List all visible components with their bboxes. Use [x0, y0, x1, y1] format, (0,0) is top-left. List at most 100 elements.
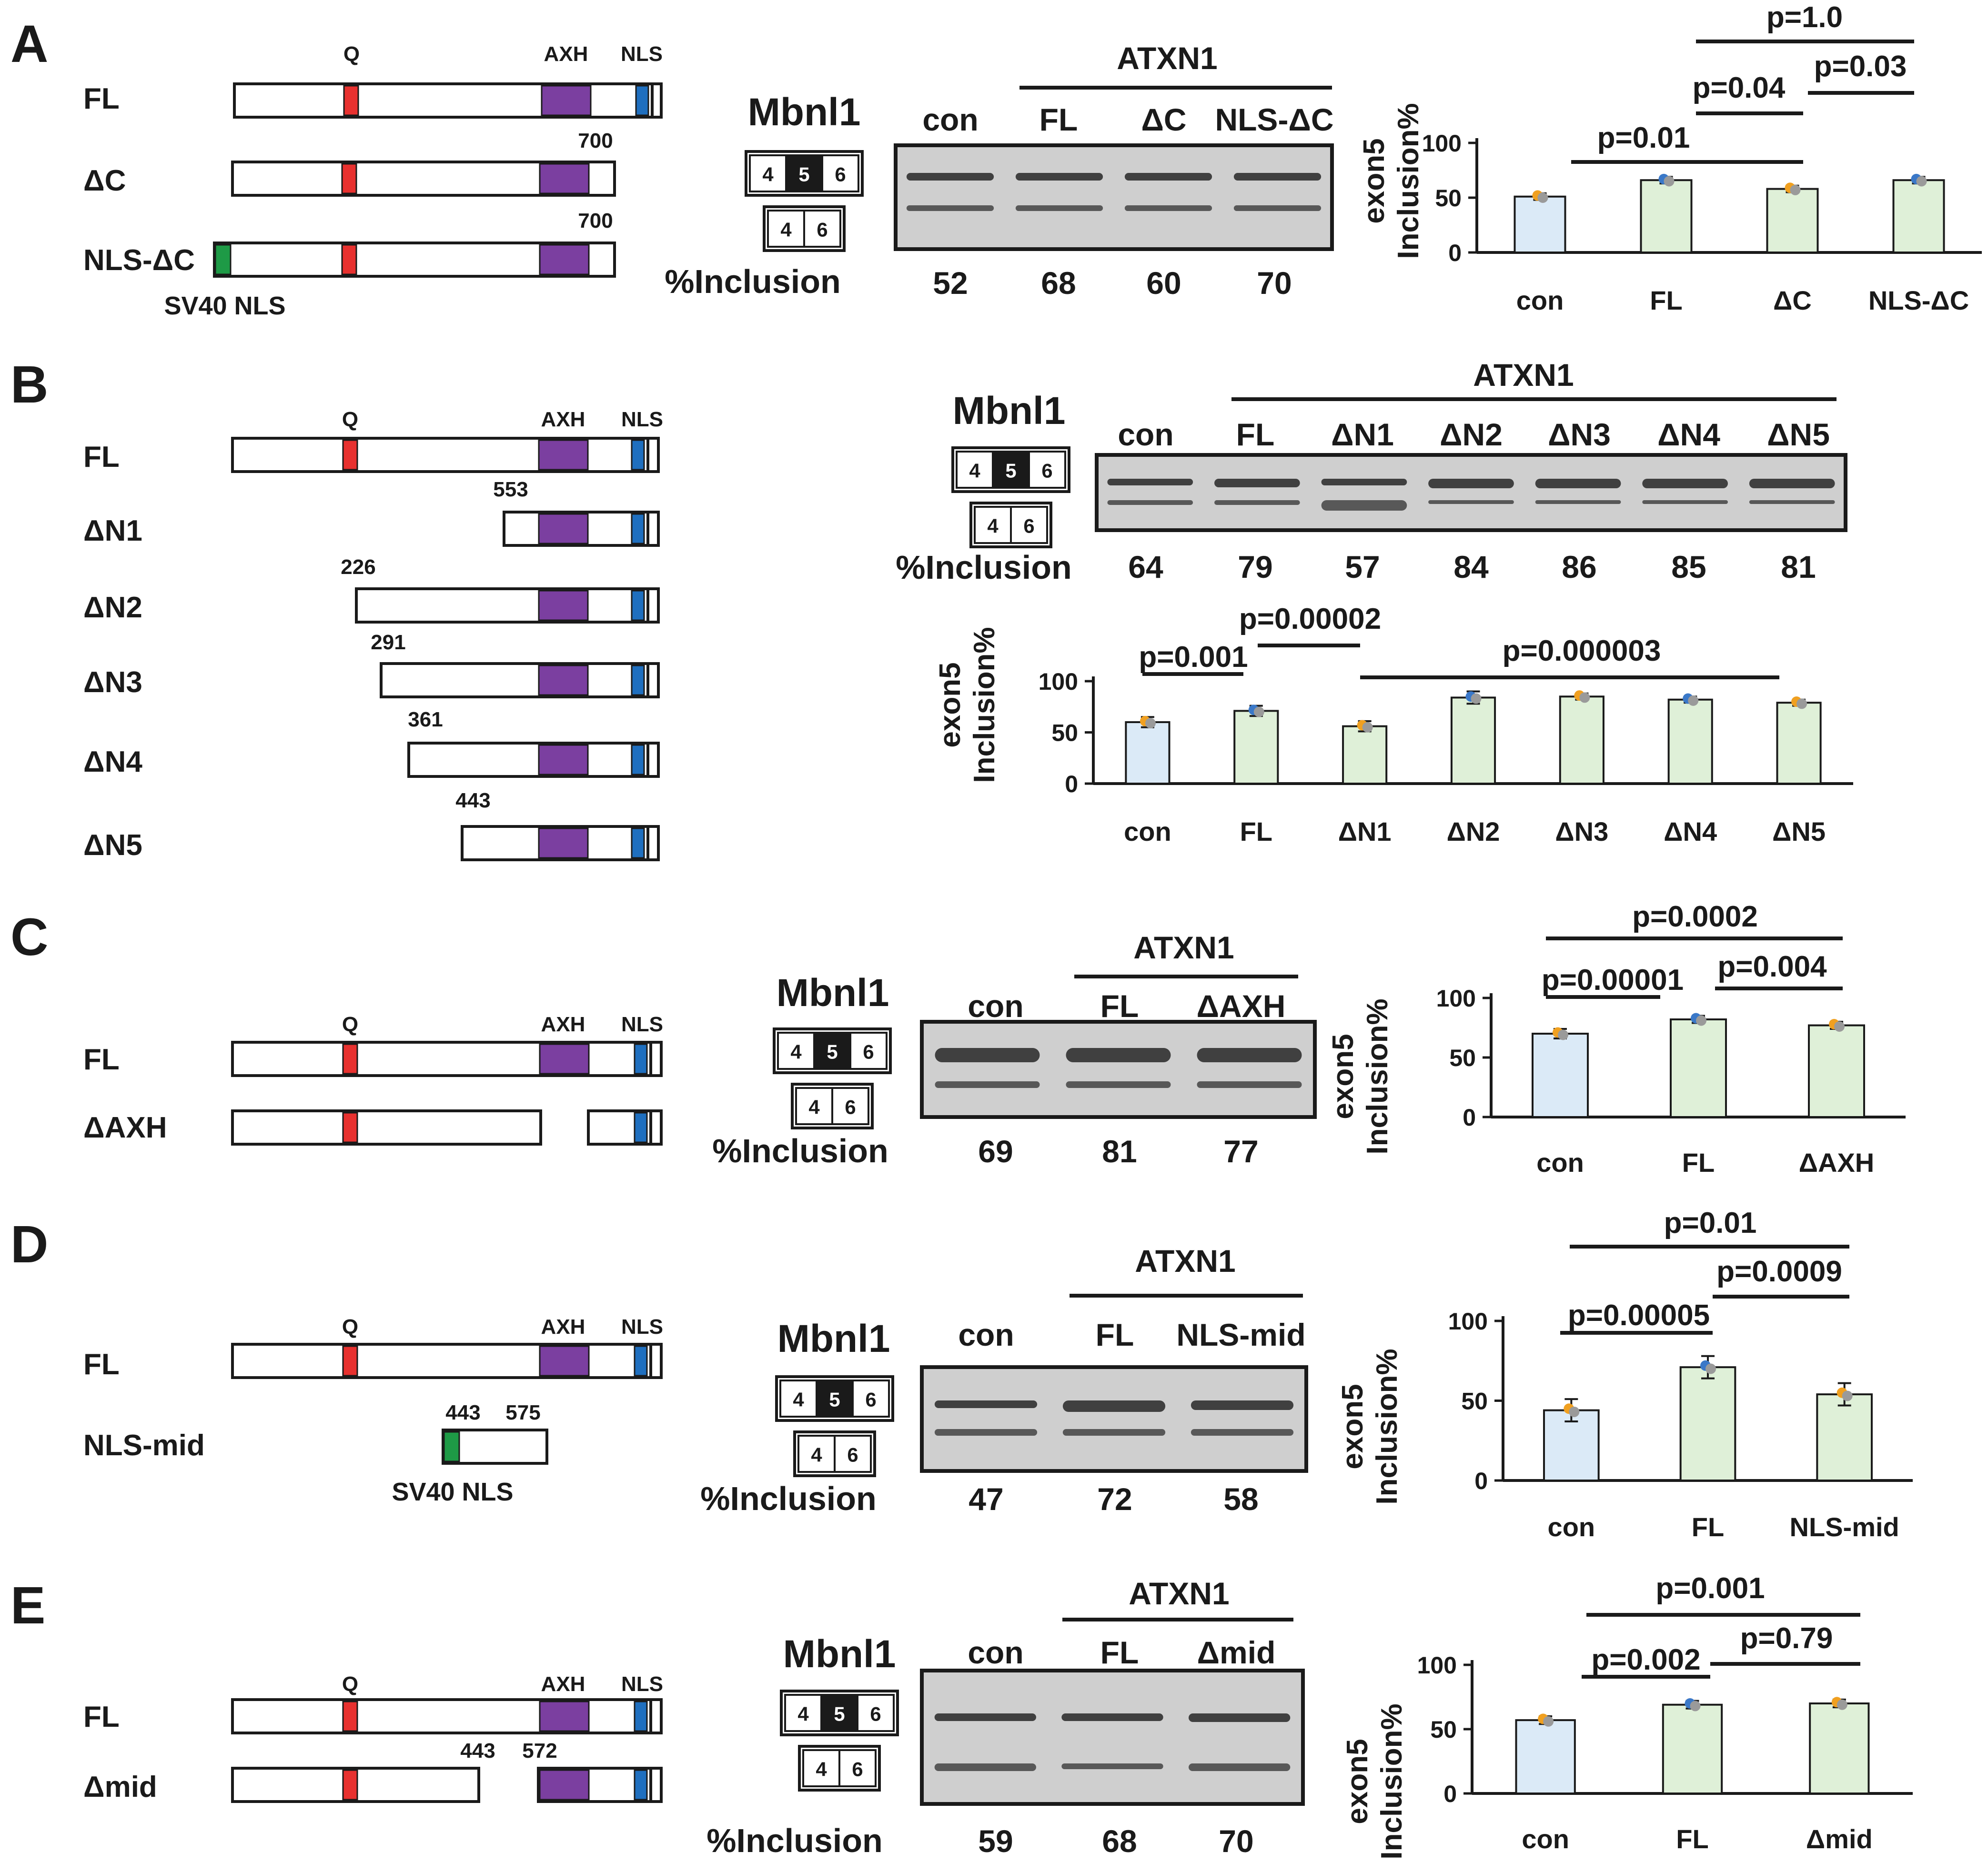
nls-segment — [634, 1701, 648, 1732]
p-value: p=0.00002 — [1239, 603, 1381, 635]
exon-5-label: 5 — [829, 1389, 840, 1411]
axh-segment — [539, 1043, 590, 1075]
gel-band-upper — [1189, 1713, 1291, 1722]
x-tick-label: con — [1124, 816, 1171, 846]
y-tick-label: 100 — [1436, 985, 1476, 1012]
exon-6-label: 6 — [1041, 460, 1052, 482]
construct-fl — [233, 82, 663, 119]
exon-4-skip-label: 4 — [987, 515, 999, 537]
y-axis-label-line1: exon5 — [934, 662, 967, 747]
axh-segment — [538, 665, 589, 696]
exon-6-skip-label: 6 — [1023, 515, 1034, 537]
exon-4-skip-box — [802, 1749, 840, 1787]
y-tick-label: 50 — [1449, 1045, 1476, 1071]
exon-6-label: 6 — [870, 1703, 881, 1725]
inclusion-value: 59 — [978, 1823, 1013, 1859]
bar-ΔN5 — [1776, 702, 1822, 785]
inclusion-value: 64 — [1128, 549, 1163, 584]
p-value: p=0.79 — [1740, 1622, 1833, 1655]
gel-band-upper — [1061, 1713, 1163, 1721]
construct-nls-mid — [442, 1429, 548, 1465]
q-segment — [342, 1701, 358, 1732]
bar-NLS-mid — [1816, 1393, 1873, 1482]
lane-label: FL — [1039, 102, 1078, 137]
gel-band-lower — [1214, 500, 1300, 505]
x-tick-label: ΔN4 — [1664, 816, 1717, 846]
replicate-dot — [1537, 192, 1548, 203]
p-value: p=0.04 — [1693, 71, 1786, 104]
domain-label-q: Q — [342, 1672, 358, 1696]
gel-image — [1095, 453, 1847, 532]
lane-label: ΔC — [1141, 102, 1186, 137]
nls-segment — [631, 744, 645, 775]
inclusion-value: 60 — [1146, 265, 1181, 301]
atxn1-label: ATXN1 — [1135, 1243, 1235, 1279]
gel-band-lower — [1191, 1429, 1294, 1436]
exon-4-label: 4 — [969, 460, 980, 482]
gel-band-lower — [1197, 1081, 1302, 1088]
replicate-dot — [1579, 692, 1590, 703]
construct-daxh-n — [231, 1109, 542, 1146]
construct-label: FL — [83, 441, 120, 473]
nls-segment — [631, 439, 645, 471]
inclusion-value: 58 — [1223, 1481, 1258, 1517]
p-value: p=0.03 — [1814, 50, 1907, 83]
replicate-dot — [1664, 176, 1675, 187]
gel-band-upper — [1321, 479, 1407, 485]
x-tick-label: con — [1548, 1512, 1595, 1542]
lane-label: FL — [1236, 417, 1275, 452]
y-axis-label-line1: exon5 — [1358, 138, 1391, 223]
mbnl1-label: Mbnl1 — [748, 91, 861, 134]
bar-FL — [1640, 179, 1693, 254]
y-tick-label: 0 — [1463, 1104, 1476, 1131]
y-tick-label: 100 — [1039, 668, 1078, 695]
exon-6-skip-box — [838, 1749, 877, 1787]
domain-label-nls: NLS — [621, 1672, 663, 1696]
inclusion-value: 68 — [1041, 265, 1076, 301]
exon-4-label: 4 — [797, 1703, 809, 1725]
x-tick-label: ΔN2 — [1447, 816, 1500, 846]
exon-6-skip-box — [1010, 506, 1048, 544]
exon-6-label: 6 — [865, 1389, 876, 1411]
construct-label: FL — [83, 82, 120, 115]
p-value: p=0.000003 — [1503, 634, 1661, 667]
construct-label: ΔN3 — [83, 666, 142, 699]
bar-FL — [1233, 710, 1279, 785]
gel-band-lower — [934, 1763, 1036, 1771]
bar-con — [1515, 1719, 1576, 1795]
x-tick-label: ΔN3 — [1555, 816, 1608, 846]
p-value: p=0.0002 — [1632, 900, 1758, 933]
mbnl1-label: Mbnl1 — [777, 971, 889, 1015]
construct-daxh-c — [587, 1109, 663, 1146]
bar-ΔN4 — [1667, 698, 1713, 785]
panel-letter: D — [10, 1215, 48, 1274]
domain-label-nls: NLS — [621, 1315, 663, 1339]
exon-6-box — [852, 1380, 890, 1418]
p-value: p=0.01 — [1597, 121, 1690, 154]
construct-position: 443 — [445, 1401, 480, 1424]
domain-label-nls: NLS — [621, 1013, 663, 1036]
x-tick-label: FL — [1682, 1148, 1715, 1178]
q-segment — [342, 1769, 358, 1801]
construct-position: 700 — [578, 129, 613, 152]
construct-label: ΔN5 — [83, 829, 142, 862]
exon-6-label: 6 — [863, 1041, 874, 1063]
construct-b-2 — [355, 587, 660, 624]
bar-Δmid — [1809, 1702, 1870, 1794]
x-tick-label: NLS-ΔC — [1868, 285, 1969, 315]
replicate-dot — [1543, 1716, 1554, 1727]
gel-image — [920, 1020, 1317, 1119]
replicate-dot — [1834, 1021, 1845, 1032]
replicate-dot — [1471, 693, 1482, 704]
panel-letter: A — [10, 15, 48, 73]
construct-label: ΔN2 — [83, 591, 142, 624]
gel-band-upper — [1214, 479, 1300, 487]
gel-band-upper — [1749, 479, 1835, 488]
y-axis-label-line2: Inclusion% — [1375, 1703, 1408, 1859]
domain-label-q: Q — [342, 1315, 358, 1339]
construct-label: NLS-ΔC — [83, 244, 195, 277]
axh-segment — [539, 1769, 590, 1801]
y-tick-label: 100 — [1417, 1652, 1457, 1679]
nls-segment — [631, 827, 645, 859]
